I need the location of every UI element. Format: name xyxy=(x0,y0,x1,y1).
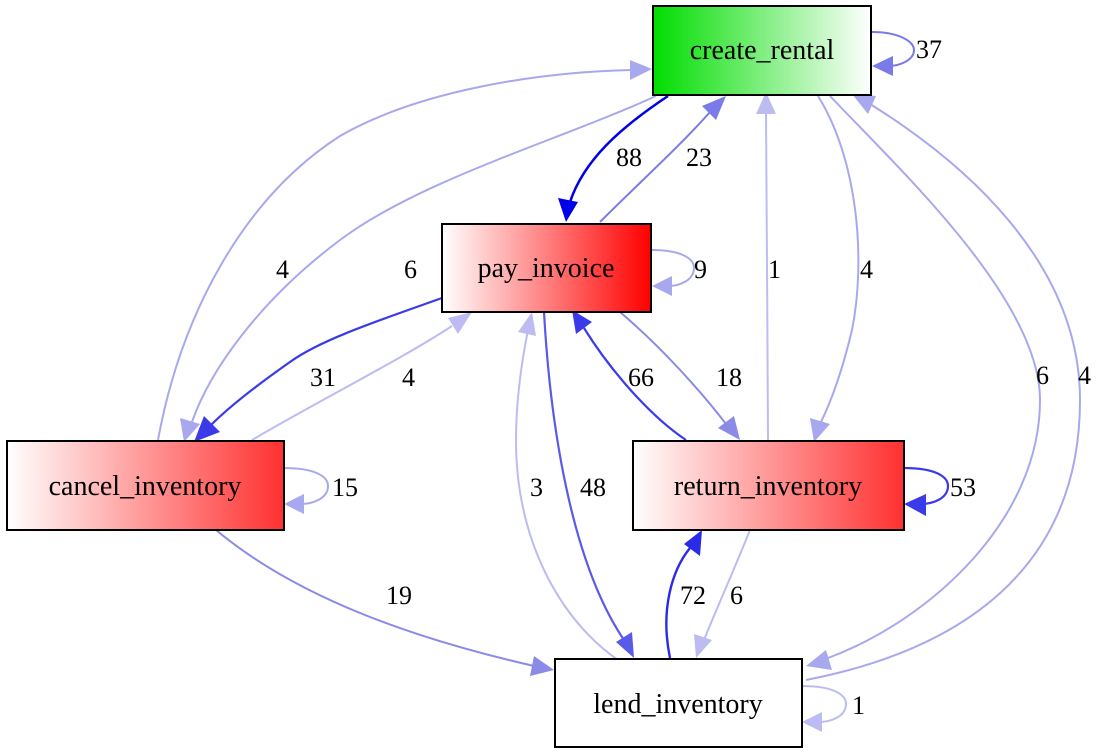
node-lend-inventory[interactable]: lend_inventory xyxy=(554,658,803,748)
edge-label-create-rental-to-lend-inventory: 6 xyxy=(1036,361,1049,390)
edge-label-pay-invoice-to-lend-inventory: 48 xyxy=(580,473,606,502)
edge-pay-invoice-to-create-rental xyxy=(599,96,726,223)
node-label-return-inventory: return_inventory xyxy=(674,471,862,502)
edge-lend-inventory-self xyxy=(801,685,848,732)
node-cancel-inventory[interactable]: cancel_inventory xyxy=(6,440,285,531)
edge-cancel-inventory-to-lend-inventory xyxy=(215,529,554,676)
node-label-lend-inventory: lend_inventory xyxy=(593,689,763,720)
edge-pay-invoice-to-cancel-inventory xyxy=(194,296,443,442)
edge-label-return-inventory-to-pay-invoice: 66 xyxy=(628,363,654,392)
edge-create-rental-to-cancel-inventory xyxy=(180,95,657,442)
edge-cancel-inventory-to-pay-invoice xyxy=(251,312,472,441)
edge-label-return-inventory-to-create-rental: 1 xyxy=(768,255,781,284)
node-return-inventory[interactable]: return_inventory xyxy=(632,440,905,531)
node-label-create-rental: create_rental xyxy=(690,35,835,66)
edge-label-create-rental-to-pay-invoice: 88 xyxy=(616,143,642,172)
edge-label-return-inventory-self: 53 xyxy=(950,473,976,502)
edge-label-pay-invoice-to-create-rental: 23 xyxy=(686,143,712,172)
edge-pay-invoice-self xyxy=(651,249,696,296)
edge-label-pay-invoice-to-cancel-inventory: 31 xyxy=(310,363,336,392)
edge-cancel-inventory-self xyxy=(283,467,330,514)
edge-return-inventory-to-lend-inventory xyxy=(694,529,751,658)
edge-label-cancel-inventory-self: 15 xyxy=(332,473,358,502)
edge-label-lend-inventory-self: 1 xyxy=(852,691,865,720)
edge-lend-inventory-to-return-inventory xyxy=(665,530,702,659)
edge-create-rental-self xyxy=(871,31,916,76)
node-pay-invoice[interactable]: pay_invoice xyxy=(441,223,652,313)
edge-return-inventory-to-create-rental xyxy=(756,92,776,441)
edge-pay-invoice-to-return-inventory xyxy=(619,311,740,440)
edge-label-cancel-inventory-to-create-rental: 4 xyxy=(276,255,289,284)
edge-label-lend-inventory-to-return-inventory: 72 xyxy=(680,581,706,610)
edge-label-cancel-inventory-to-lend-inventory: 19 xyxy=(386,581,412,610)
edge-label-create-rental-to-return-inventory: 4 xyxy=(860,255,873,284)
edge-label-create-rental-self: 37 xyxy=(916,35,942,64)
edge-create-rental-to-pay-invoice xyxy=(558,94,669,222)
edge-label-pay-invoice-self: 9 xyxy=(694,255,707,284)
edge-label-lend-inventory-to-pay-invoice: 3 xyxy=(530,473,543,502)
node-create-rental[interactable]: create_rental xyxy=(652,5,872,96)
node-label-cancel-inventory: cancel_inventory xyxy=(49,471,242,502)
edge-label-create-rental-to-cancel-inventory: 6 xyxy=(404,255,417,284)
edge-create-rental-to-lend-inventory xyxy=(806,95,1042,670)
edge-label-return-inventory-to-lend-inventory: 6 xyxy=(730,581,743,610)
edge-return-inventory-self xyxy=(903,466,950,516)
edge-label-pay-invoice-to-return-inventory: 18 xyxy=(716,363,742,392)
edge-create-rental-to-return-inventory xyxy=(810,95,860,442)
node-label-pay-invoice: pay_invoice xyxy=(478,253,615,284)
edge-lend-inventory-to-pay-invoice xyxy=(514,312,619,661)
edge-cancel-inventory-to-create-rental xyxy=(157,60,652,441)
edge-return-inventory-to-pay-invoice xyxy=(572,310,687,441)
edge-lend-inventory-to-create-rental xyxy=(805,94,1082,681)
edge-label-lend-inventory-to-create-rental: 4 xyxy=(1078,361,1091,390)
edge-pay-invoice-to-lend-inventory xyxy=(542,311,634,658)
edge-label-cancel-inventory-to-pay-invoice: 4 xyxy=(402,363,415,392)
